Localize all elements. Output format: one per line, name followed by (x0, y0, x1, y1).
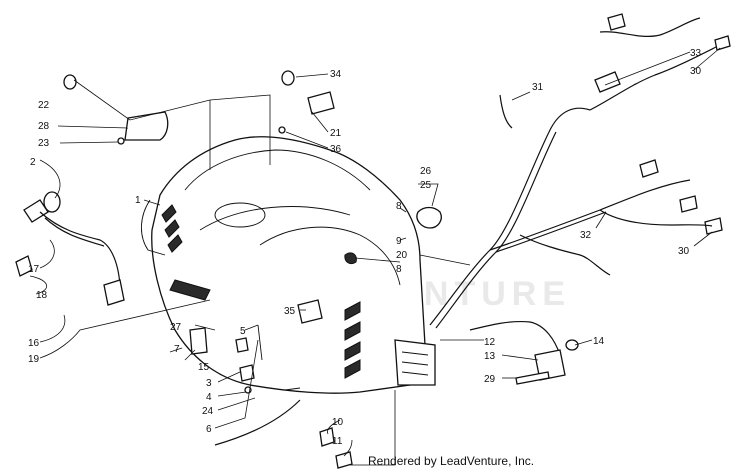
grommet (416, 206, 442, 229)
callout-31: 31 (532, 82, 544, 93)
callout-30a: 30 (690, 66, 702, 77)
relay-switch (278, 70, 335, 134)
callout-26: 26 (420, 166, 432, 177)
voltage-regulator (515, 339, 579, 385)
callout-24: 24 (202, 406, 214, 417)
callout-10: 10 (332, 417, 344, 428)
callout-labels: 1 2 3 4 5 6 7 8 8 9 10 11 12 13 14 15 16… (28, 48, 702, 447)
callout-32: 32 (580, 230, 592, 241)
callout-14: 14 (593, 336, 605, 347)
callout-35: 35 (284, 306, 296, 317)
console-housing (141, 136, 436, 394)
callout-28: 28 (38, 121, 50, 132)
callout-20: 20 (396, 250, 408, 261)
lower-hardware (214, 299, 353, 469)
callout-21: 21 (330, 128, 342, 139)
callout-8b: 8 (396, 264, 402, 275)
leader-lines (29, 47, 721, 466)
callout-2: 2 (30, 157, 36, 168)
callout-23: 23 (38, 138, 50, 149)
callout-29: 29 (484, 374, 496, 385)
callout-25: 25 (420, 180, 432, 191)
callout-33: 33 (690, 48, 702, 59)
callout-16: 16 (28, 338, 40, 349)
wiring-harness (429, 13, 731, 356)
callout-36: 36 (330, 144, 342, 155)
callout-27: 27 (170, 322, 182, 333)
callout-9: 9 (396, 236, 402, 247)
callout-34: 34 (330, 69, 342, 80)
callout-19: 19 (28, 354, 40, 365)
callout-4: 4 (206, 392, 212, 403)
callout-5: 5 (240, 326, 246, 337)
callout-15: 15 (198, 362, 210, 373)
callout-6: 6 (206, 424, 212, 435)
callout-8a: 8 (396, 201, 402, 212)
callout-17: 17 (28, 264, 40, 275)
callout-11: 11 (332, 436, 343, 447)
credit-text: Rendered by LeadVenture, Inc. (368, 454, 535, 468)
callout-7: 7 (174, 344, 180, 355)
indicator-lens-assembly (63, 74, 169, 145)
callout-22: 22 (38, 100, 50, 111)
callout-1: 1 (135, 195, 141, 206)
callout-30b: 30 (678, 246, 690, 257)
callout-13: 13 (484, 351, 496, 362)
callout-3: 3 (206, 378, 212, 389)
callout-18: 18 (36, 290, 48, 301)
key-switch-assembly (15, 191, 125, 306)
callout-12: 12 (484, 337, 496, 348)
